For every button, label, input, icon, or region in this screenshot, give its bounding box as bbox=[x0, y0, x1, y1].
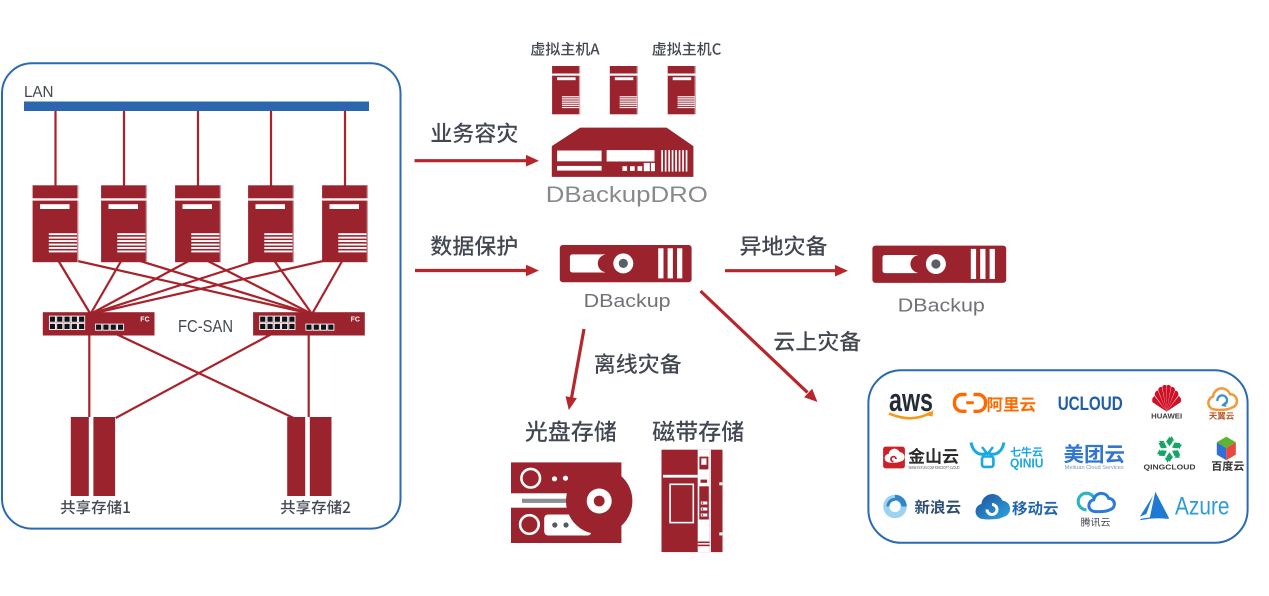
svg-text:aws: aws bbox=[889, 382, 933, 418]
svg-text:DBackup: DBackup bbox=[898, 296, 985, 316]
svg-text:Azure: Azure bbox=[1175, 493, 1230, 521]
svg-text:FC: FC bbox=[351, 317, 360, 324]
svg-text:FC-SAN: FC-SAN bbox=[178, 316, 233, 336]
svg-text:QINIU: QINIU bbox=[1010, 457, 1044, 471]
svg-text:DBackup: DBackup bbox=[584, 291, 671, 311]
svg-text:WWW.KSYUN.COM KINGSOFT CLOUD: WWW.KSYUN.COM KINGSOFT CLOUD bbox=[909, 465, 960, 470]
svg-text:FC: FC bbox=[140, 317, 149, 324]
svg-text:LAN: LAN bbox=[24, 84, 54, 101]
svg-text:Meituan Cloud Services: Meituan Cloud Services bbox=[1065, 465, 1124, 471]
svg-text:DBackupDRO: DBackupDRO bbox=[546, 182, 708, 207]
svg-text:UCLOUD: UCLOUD bbox=[1058, 394, 1123, 415]
svg-text:QINGCLOUD: QINGCLOUD bbox=[1144, 463, 1197, 472]
svg-text:HUAWEI: HUAWEI bbox=[1151, 412, 1182, 421]
